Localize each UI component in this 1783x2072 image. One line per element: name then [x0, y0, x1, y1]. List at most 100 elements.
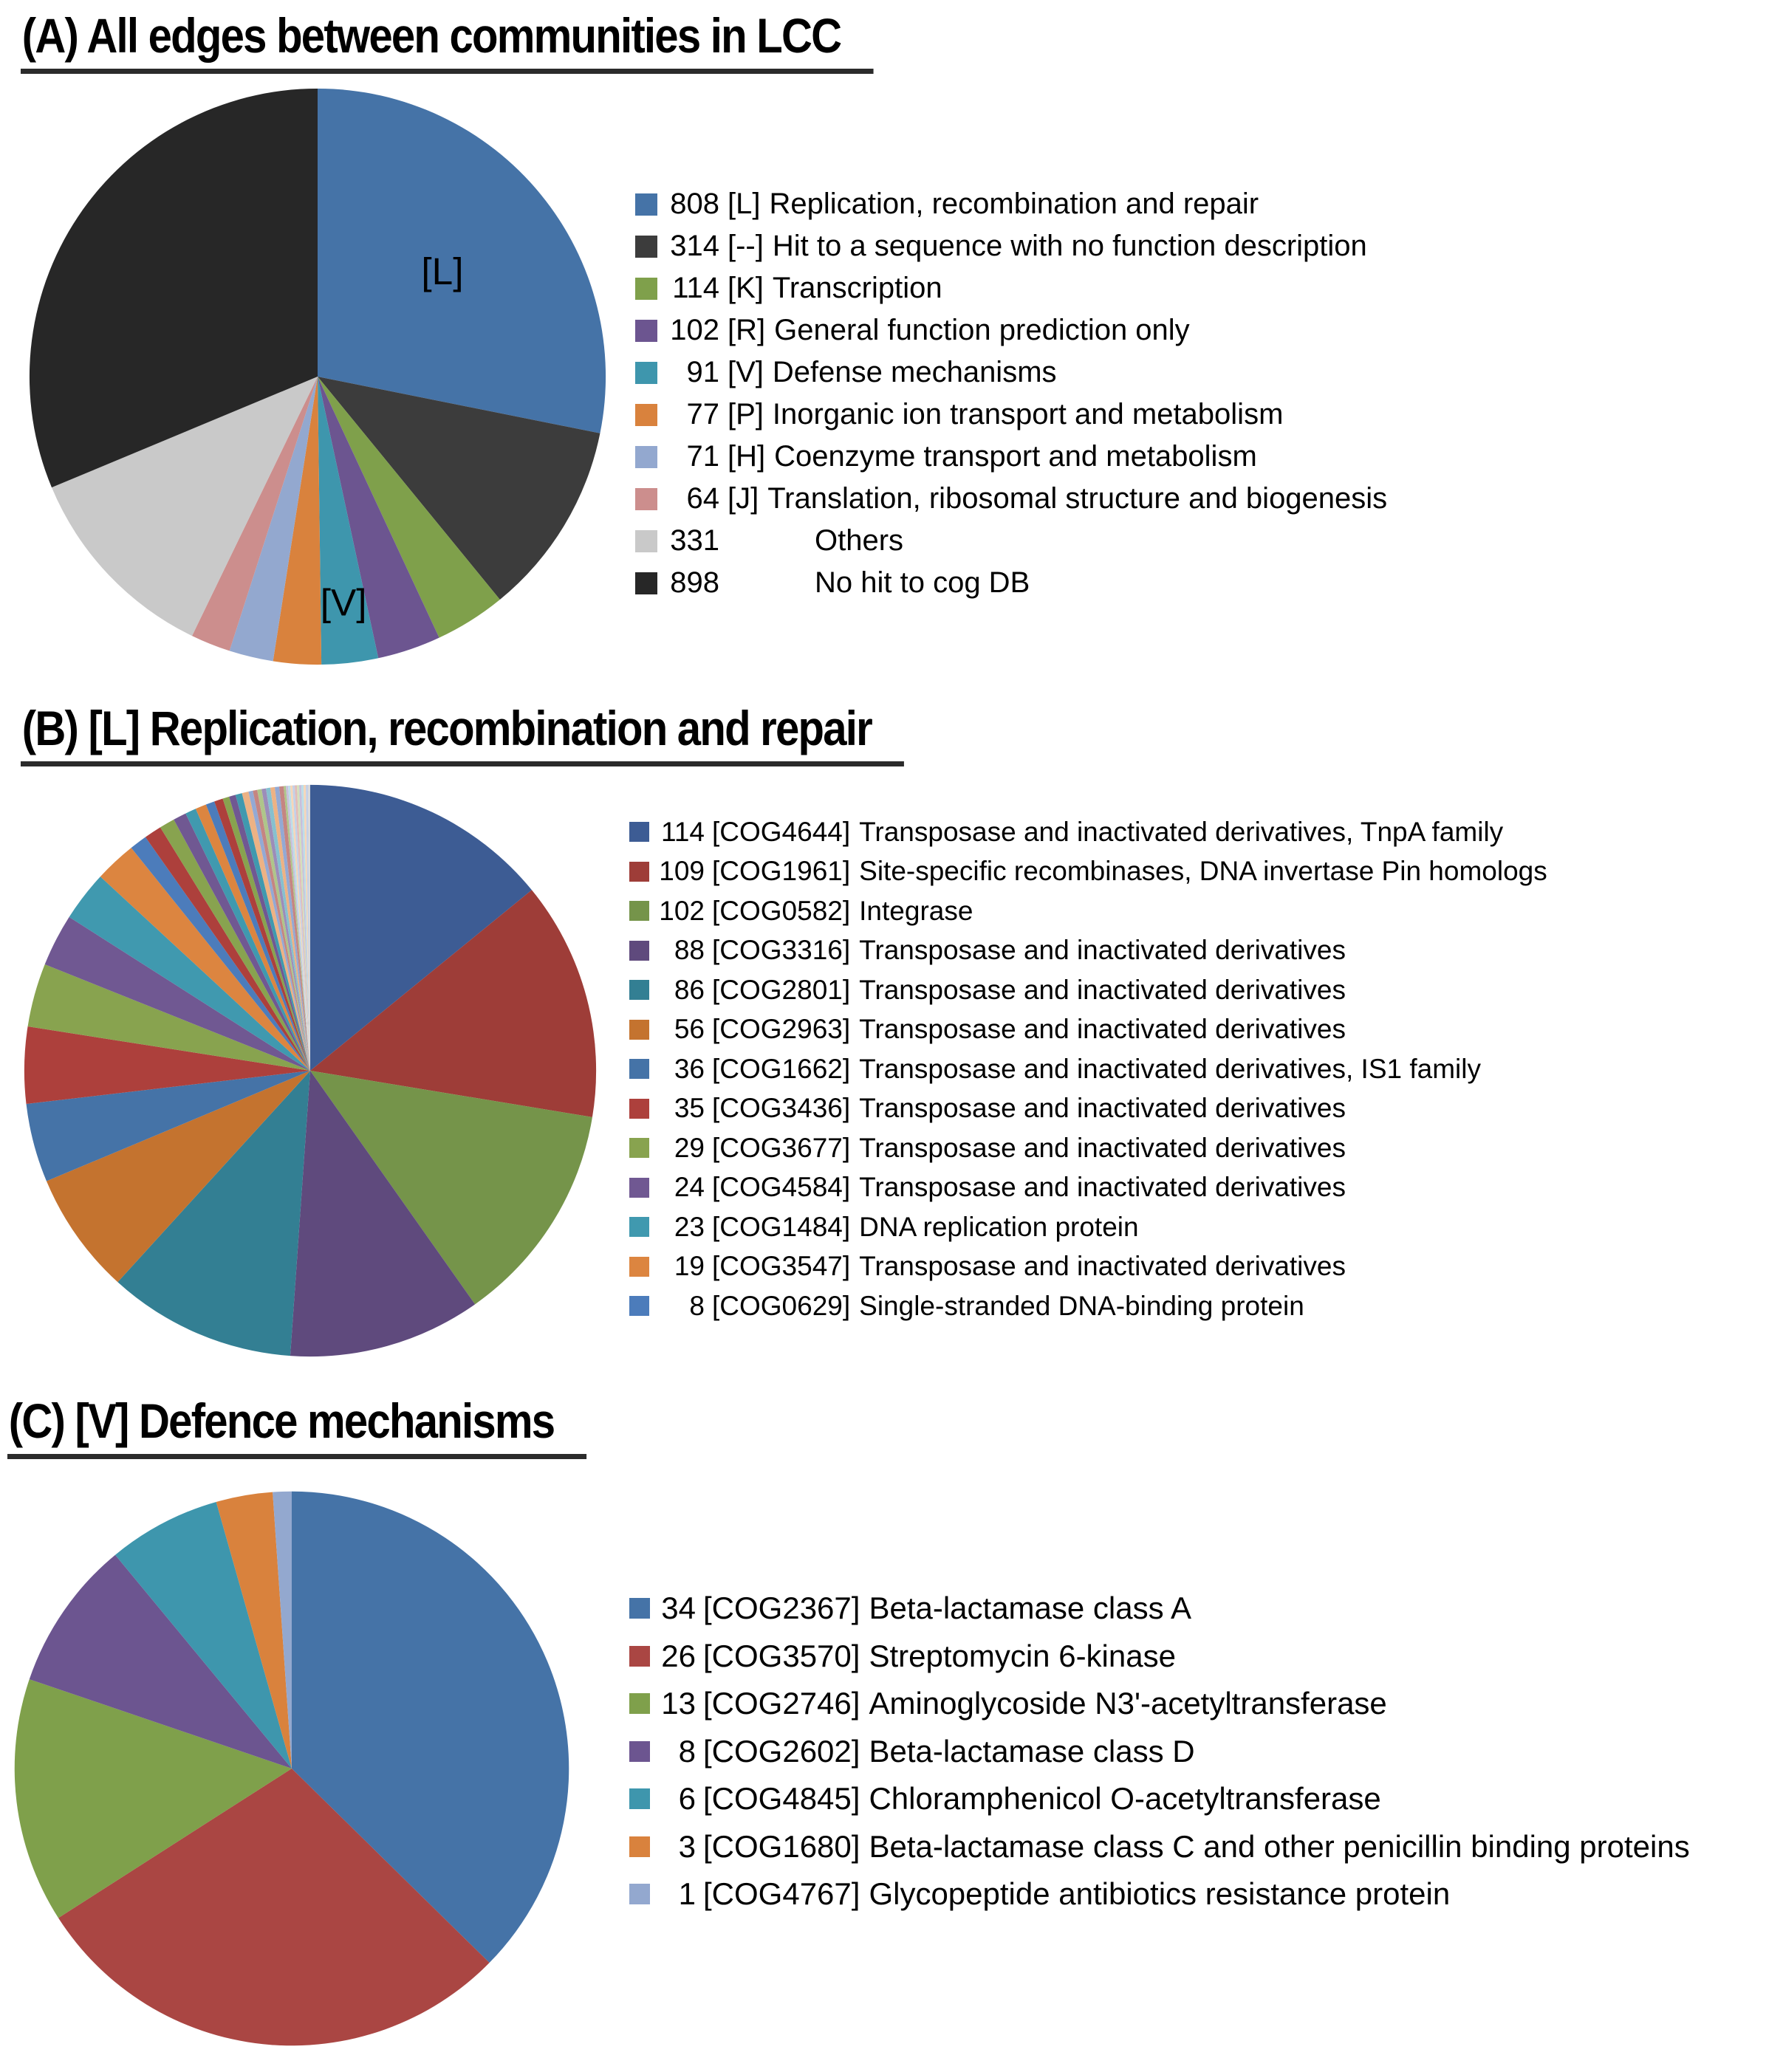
legend-label: Beta-lactamase class D: [869, 1733, 1195, 1769]
pie-slice: [292, 785, 310, 1071]
legend-swatch: [629, 1296, 649, 1317]
legend-swatch: [635, 235, 657, 258]
legend-swatch: [635, 529, 657, 552]
pie-slice: [301, 785, 310, 1071]
pie-slice: [274, 786, 310, 1071]
legend-row: 114[K]Transcription: [635, 267, 1387, 309]
legend-row: 114[COG4644]Transposase and inactivated …: [629, 812, 1547, 852]
legend-row: 109[COG1961]Site-specific recombinases, …: [629, 852, 1547, 892]
legend-label: Others: [815, 524, 904, 557]
pie-slice: [229, 795, 310, 1071]
legend-swatch: [629, 1256, 649, 1277]
pie-slice: [285, 786, 310, 1071]
legend-label: Transposase and inactivated derivatives: [859, 1172, 1346, 1203]
legend-code: [V]: [728, 356, 764, 388]
legend-value: 35: [674, 1093, 705, 1124]
pie-slice-annotation: [L]: [421, 250, 463, 292]
legend-label: Beta-lactamase class C and other penicil…: [869, 1828, 1690, 1864]
legend-code: [COG1680]: [703, 1828, 860, 1864]
legend-row: 8[COG0629]Single-stranded DNA-binding pr…: [629, 1286, 1547, 1326]
legend-label: Chloramphenicol O-acetyltransferase: [869, 1781, 1381, 1817]
legend-label: General function prediction only: [774, 314, 1190, 346]
legend-value: 1: [678, 1876, 696, 1912]
legend-row: 88[COG3316]Transposase and inactivated d…: [629, 931, 1547, 971]
legend-swatch: [635, 319, 657, 342]
pie-slice: [310, 890, 597, 1117]
pie-slice: [303, 784, 310, 1071]
legend-row: 3[COG1680]Beta-lactamase class C and oth…: [629, 1823, 1690, 1871]
legend-label: Integrase: [859, 895, 973, 926]
legend-swatch: [635, 445, 657, 468]
legend-code: [COG0629]: [712, 1290, 851, 1321]
legend-code: [L]: [728, 188, 761, 220]
legend-row: 6[COG4845]Chloramphenicol O-acetyltransf…: [629, 1775, 1690, 1823]
legend-row: 808[L]Replication, recombination and rep…: [635, 183, 1387, 225]
legend-swatch: [629, 1693, 650, 1715]
pie-slice: [290, 785, 310, 1071]
legend-swatch: [629, 1019, 649, 1040]
legend-swatch: [635, 277, 657, 300]
legend-row: 71[H]Coenzyme transport and metabolism: [635, 436, 1387, 478]
legend-code: [COG2963]: [712, 1014, 851, 1045]
legend-swatch: [629, 1098, 649, 1119]
pie-slice: [58, 1769, 490, 2046]
legend-label: Inorganic ion transport and metabolism: [772, 398, 1284, 430]
legend-swatch: [629, 980, 649, 1001]
legend-code: [COG3677]: [712, 1132, 851, 1163]
legend-row: 34[COG2367]Beta-lactamase class A: [629, 1585, 1690, 1633]
legend-row: 35[COG3436]Transposase and inactivated d…: [629, 1089, 1547, 1129]
pie-slice: [242, 792, 310, 1071]
legend-code: [COG0582]: [712, 895, 851, 926]
legend-label: Translation, ribosomal structure and bio…: [767, 482, 1388, 515]
legend-swatch: [629, 1138, 649, 1159]
pie-slice: [273, 377, 322, 665]
pie-slice: [145, 827, 310, 1071]
pie-slice: [131, 837, 310, 1071]
legend-label: Transposase and inactivated derivatives: [859, 1132, 1346, 1163]
pie-slice: [174, 813, 310, 1071]
legend-value: 102: [659, 895, 705, 926]
legend-value: 898: [670, 566, 719, 599]
legend-code: [COG2602]: [703, 1733, 860, 1769]
legend-value: 29: [674, 1132, 705, 1163]
legend-label: Transposase and inactivated derivatives: [859, 935, 1346, 966]
legend-code: [COG1662]: [712, 1053, 851, 1084]
legend-swatch: [629, 1788, 650, 1810]
legend-code: [J]: [728, 482, 759, 515]
legend-code: [COG3547]: [712, 1251, 851, 1282]
pie-slice: [46, 1071, 310, 1283]
pie-slice: [270, 786, 310, 1071]
pie-slice: [261, 788, 310, 1071]
pie-chart-all-edges: [L][V]: [29, 88, 606, 665]
legend-value: 24: [674, 1172, 705, 1203]
legend-value: 6: [678, 1781, 696, 1817]
pie-slice: [248, 790, 310, 1071]
pie-slice: [310, 1071, 592, 1305]
legend-value: 8: [678, 1733, 696, 1769]
legend-row: 19[COG3547]Transposase and inactivated d…: [629, 1247, 1547, 1287]
legend-code: [R]: [728, 314, 766, 346]
legend-value: 86: [674, 974, 705, 1005]
legend-label: Defense mechanisms: [772, 356, 1057, 388]
legend-row: 36[COG1662]Transposase and inactivated d…: [629, 1049, 1547, 1089]
legend-value: 64: [686, 482, 720, 515]
pie-slice: [214, 798, 310, 1071]
legend-swatch: [629, 1598, 650, 1619]
legend-row: 91[V]Defense mechanisms: [635, 351, 1387, 394]
legend-row: 8[COG2602]Beta-lactamase class D: [629, 1728, 1690, 1776]
legend-value: 3: [678, 1828, 696, 1864]
pie-slice: [24, 1026, 310, 1105]
legend-row: 29[COG3677] Transposase and inactivated d…: [629, 1128, 1547, 1168]
legend-swatch: [629, 1884, 650, 1905]
legend-swatch: [629, 1836, 650, 1857]
legend-code: [H]: [728, 440, 766, 473]
legend-value: 34: [661, 1591, 696, 1626]
pie-slice: [287, 785, 310, 1071]
legend-row: 13[COG2746]Aminoglycoside N3'-acetyltran…: [629, 1680, 1690, 1728]
panel-c-title: (C) [V] Defence mechanisms: [7, 1395, 587, 1460]
legend-swatch: [629, 822, 649, 843]
legend-code: [COG3570]: [703, 1638, 860, 1673]
